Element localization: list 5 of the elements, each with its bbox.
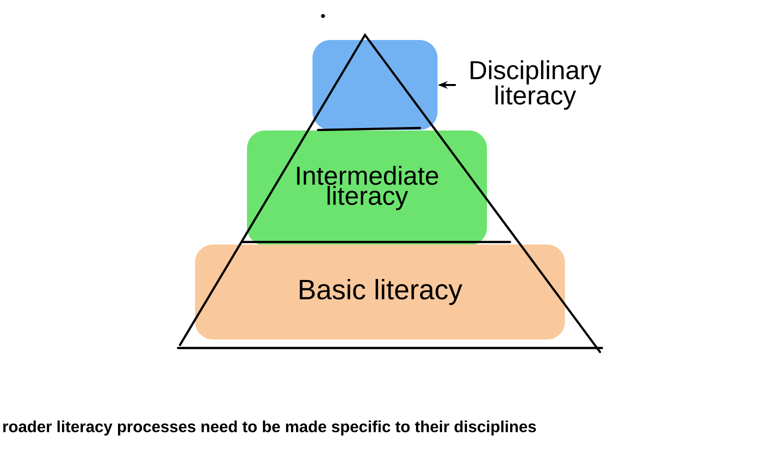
caption: roader literacy processes need to be made specific to their disciplines xyxy=(3,420,536,436)
middle-layer-band: Intermediate literacy xyxy=(247,130,487,246)
top-layer-box xyxy=(312,40,438,130)
label-text: Disciplinary literacy xyxy=(470,60,602,110)
base-layer-band: Basic literacy xyxy=(195,244,565,340)
